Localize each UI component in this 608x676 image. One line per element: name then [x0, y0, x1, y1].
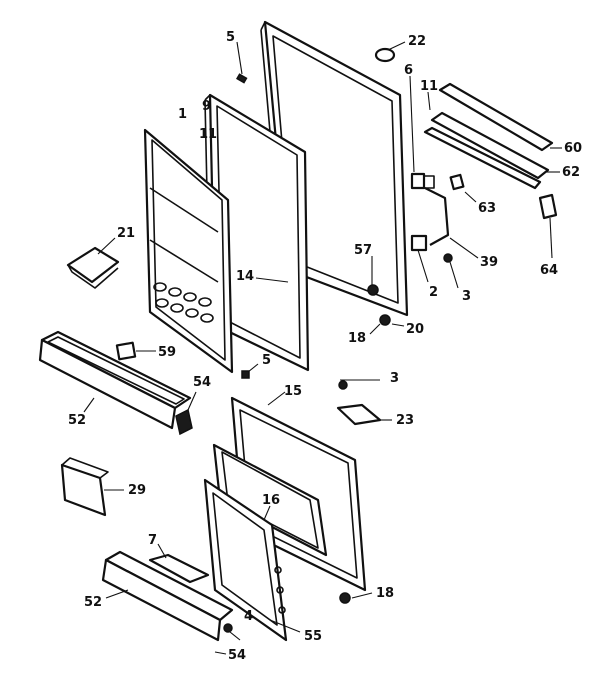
- callout-23: 23: [396, 413, 414, 428]
- hinge-cap-22: [374, 47, 396, 63]
- callout-1: 1: [178, 107, 187, 122]
- callout-3-lower: 3: [390, 371, 399, 386]
- upper-handle-trim: [38, 330, 192, 430]
- leader-lines: [83, 41, 562, 655]
- part-64: [538, 193, 558, 220]
- upper-door-liner: [143, 128, 234, 374]
- callout-54-lower: 54: [228, 648, 246, 663]
- callout-59: 59: [158, 345, 176, 360]
- part-18-upper: [379, 314, 391, 326]
- trim-strip-62: [423, 111, 550, 190]
- lower-door-gasket: [212, 443, 328, 557]
- callout-60: 60: [564, 141, 582, 156]
- screw-5-lower: [241, 370, 250, 379]
- callout-3-upper: 3: [462, 289, 471, 304]
- screw-3-lower: [338, 380, 348, 390]
- hinge-part-23: [336, 403, 382, 426]
- callout-5-lower: 5: [262, 353, 271, 368]
- trim-strip-60: [438, 82, 554, 152]
- callout-18-upper: 18: [348, 331, 366, 346]
- callout-55: 55: [304, 629, 322, 644]
- door-shelf-part: [66, 246, 120, 289]
- callout-4: 4: [244, 609, 253, 624]
- callout-63: 63: [478, 201, 496, 216]
- part-59-clip: [115, 341, 137, 361]
- callout-18-lower: 18: [376, 586, 394, 601]
- part-7-tray: [148, 553, 210, 584]
- callout-labels: 5 22 6 11 9 1 11 60 62 63 21 57 39 64 14…: [68, 30, 582, 663]
- callout-2: 2: [429, 285, 438, 300]
- callout-29: 29: [128, 483, 146, 498]
- callout-11-left: 11: [199, 127, 217, 142]
- callout-62: 62: [562, 165, 580, 180]
- callout-52-lower: 52: [84, 595, 102, 610]
- hinge-part-6: [410, 172, 435, 190]
- callout-54-upper: 54: [193, 375, 211, 390]
- callout-5-upper: 5: [226, 30, 235, 45]
- callout-21: 21: [117, 226, 135, 241]
- lower-door-liner: [203, 478, 288, 642]
- callout-52-upper: 52: [68, 413, 86, 428]
- liner-egg-rack: [153, 282, 214, 323]
- door-basket-29: [60, 457, 109, 517]
- screw-3-upper: [443, 253, 453, 263]
- callout-15: 15: [284, 384, 302, 399]
- callout-7: 7: [148, 533, 157, 548]
- callout-39: 39: [480, 255, 498, 270]
- callout-14: 14: [236, 269, 254, 284]
- callout-22: 22: [408, 34, 426, 49]
- part-63: [449, 173, 465, 191]
- part-54-bracket-upper: [175, 408, 193, 436]
- hinge-part-2: [410, 234, 428, 252]
- callout-6: 6: [404, 63, 413, 78]
- callout-11-right: 11: [420, 79, 438, 94]
- callout-9: 9: [202, 99, 211, 114]
- lower-handle-trim: [101, 550, 234, 642]
- part-18-lower: [339, 592, 351, 604]
- screw-5-upper: [236, 73, 248, 84]
- hinge-bracket-39: [424, 187, 450, 246]
- callout-16: 16: [262, 493, 280, 508]
- part-57: [367, 284, 379, 296]
- callout-20: 20: [406, 322, 424, 337]
- callout-64: 64: [540, 263, 558, 278]
- screw-4: [223, 623, 233, 633]
- callout-57: 57: [354, 243, 372, 258]
